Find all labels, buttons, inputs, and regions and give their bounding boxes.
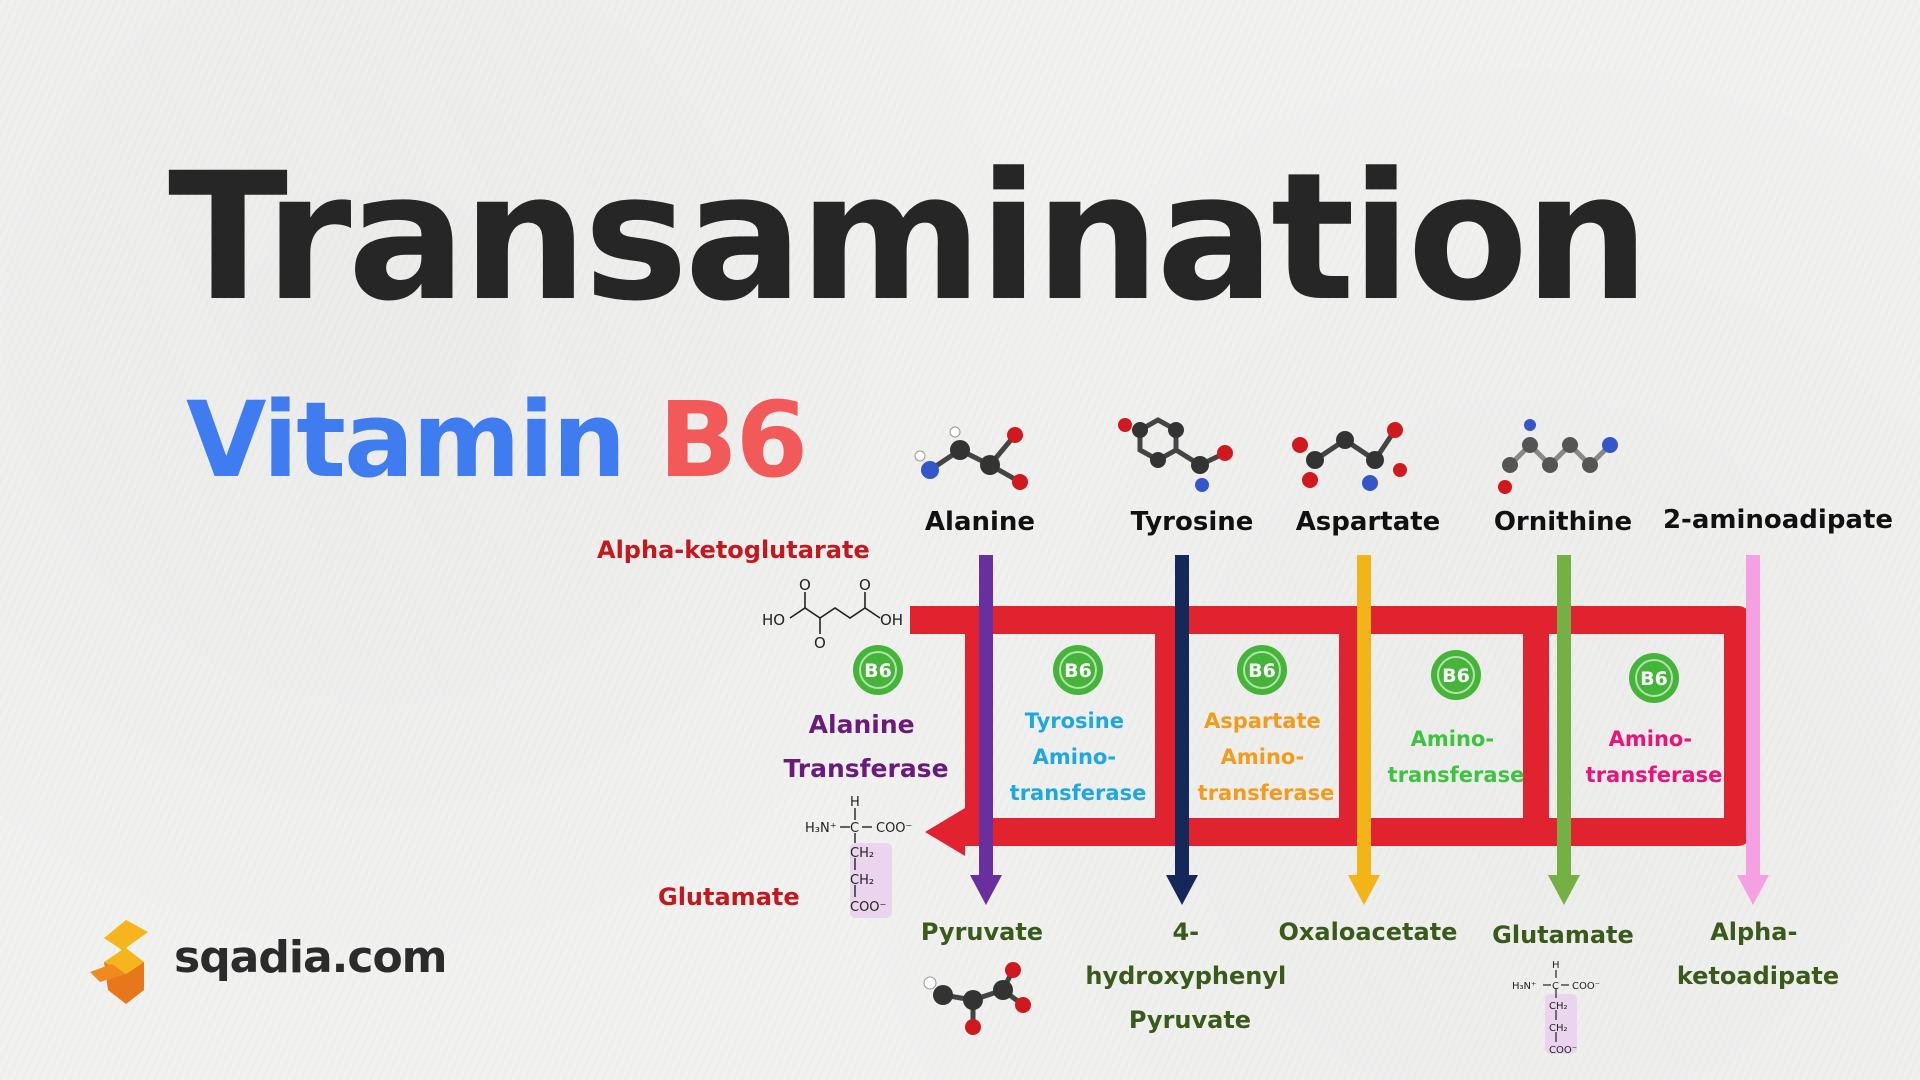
glu-ch2a: CH₂	[850, 846, 874, 861]
akg-ho: HO	[762, 611, 785, 629]
enzyme-2-line-3: transferase	[1010, 781, 1147, 805]
glu-coo-bottom: COO⁻	[850, 900, 886, 915]
arrow-ornithine	[1548, 555, 1580, 905]
glu-coo: COO⁻	[876, 821, 912, 836]
akg-o1: O	[799, 576, 811, 594]
b6-badge-4: B6	[1431, 650, 1481, 700]
glu-h: H	[850, 795, 860, 810]
glutamate-small-highlight	[1545, 994, 1577, 1054]
glutamate-structure-small: H H₃N⁺ C COO⁻ CH₂ CH₂ COO⁻	[1512, 960, 1600, 1056]
b6-badge-3: B6	[1237, 645, 1287, 695]
enzyme-2-line-2: Amino-	[1033, 745, 1116, 769]
alpha-ketoglutarate-structure: HO OH O O O	[762, 576, 903, 652]
amino-acid-arrows	[970, 555, 1769, 905]
enzyme-label-3: Aspartate Amino- transferase	[1198, 709, 1335, 805]
amino-acid-label-ornithine: Ornithine	[1494, 507, 1632, 537]
arrow-2-aminoadipate	[1737, 555, 1769, 905]
akg-o3: O	[859, 576, 871, 594]
enzyme-label-2: Tyrosine Amino- transferase	[1010, 709, 1147, 805]
subtitle: Vitamin B6	[186, 388, 808, 492]
product-label-pyruvate: Pyruvate	[921, 918, 1043, 946]
acceptor-label: Alpha-ketoglutarate	[597, 536, 870, 564]
b6-badge-5: B6	[1629, 653, 1679, 703]
page-title: Transamination	[168, 135, 1650, 340]
transfer-loop-group	[910, 606, 1752, 856]
enzyme-labels: Alanine Transferase Tyrosine Amino- tran…	[783, 709, 1722, 805]
enzyme-5-line-1: Amino-	[1609, 727, 1692, 751]
enzyme-1-line-2: Transferase	[783, 754, 948, 783]
amino-acid-labels: Alanine Tyrosine Aspartate Ornithine 2-a…	[925, 505, 1893, 537]
transfer-loop-arrowhead	[925, 808, 965, 856]
aspartate-molecule	[1292, 422, 1407, 491]
enzyme-label-5: Amino- transferase	[1586, 727, 1723, 787]
b6-badges: B6 B6 B6 B6 B6	[853, 645, 1679, 703]
arrow-tyrosine	[1166, 555, 1198, 905]
amino-acid-label-alanine: Alanine	[925, 507, 1035, 537]
glu-small-h: H	[1552, 960, 1560, 971]
product-label-hydroxyphenyl-pyruvate: 4- hydroxyphenyl Pyruvate	[1085, 918, 1294, 1034]
glu-ch2b: CH₂	[850, 873, 874, 888]
arrow-aspartate	[1348, 555, 1380, 905]
akg-o2: O	[814, 634, 826, 652]
b6-badge-1: B6	[853, 645, 903, 695]
tyrosine-molecule	[1118, 417, 1233, 492]
enzyme-4-line-2: transferase	[1388, 763, 1525, 787]
b6-badge-1-text: B6	[864, 660, 892, 682]
enzyme-2-line-1: Tyrosine	[1025, 709, 1124, 733]
glu-small-coo-bottom: COO⁻	[1549, 1045, 1577, 1056]
b6-badge-2: B6	[1053, 645, 1103, 695]
enzyme-4-line-1: Amino-	[1411, 727, 1494, 751]
sqadia-logo[interactable]: sqadia.com	[86, 912, 448, 1012]
sqadia-logo-icon	[90, 920, 148, 1004]
arrow-alanine	[970, 555, 1002, 905]
pyruvate-molecule	[923, 962, 1031, 1035]
enzyme-label-1: Alanine Transferase	[783, 710, 948, 783]
alanine-molecule	[914, 426, 1028, 490]
b6-badge-4-text: B6	[1442, 665, 1470, 687]
enzyme-label-4: Amino- transferase	[1388, 727, 1525, 787]
enzyme-5-line-2: transferase	[1586, 763, 1723, 787]
enzyme-3-line-3: transferase	[1198, 781, 1335, 805]
ornithine-molecule	[1498, 419, 1618, 494]
glutamate-structure: H H₃N⁺ C COO⁻ CH₂ CH₂ COO⁻	[805, 795, 912, 918]
glutamate-label: Glutamate	[658, 883, 800, 911]
enzyme-3-line-2: Amino-	[1221, 745, 1304, 769]
subtitle-vitamin-word: Vitamin	[186, 379, 626, 501]
glutamate-side-chain-highlight	[850, 843, 892, 918]
amino-acid-label-2-aminoadipate: 2-aminoadipate	[1663, 505, 1893, 535]
glu-small-ch2a: CH₂	[1549, 1001, 1568, 1012]
sqadia-logo-text: sqadia.com	[174, 932, 448, 983]
glu-small-coo: COO⁻	[1572, 981, 1600, 992]
product-label-glutamate: Glutamate	[1492, 921, 1634, 949]
subtitle-b6: B6	[658, 379, 808, 501]
b6-badge-3-text: B6	[1248, 660, 1276, 682]
product-labels: Pyruvate 4- hydroxyphenyl Pyruvate Oxalo…	[921, 918, 1839, 1034]
glu-small-c: C	[1552, 981, 1559, 992]
product-label-oxaloacetate: Oxaloacetate	[1279, 918, 1458, 946]
product-label-alpha-ketoadipate: Alpha- ketoadipate	[1677, 918, 1839, 990]
b6-badge-2-text: B6	[1064, 660, 1092, 682]
akg-oh: OH	[880, 611, 903, 629]
glu-small-ch2b: CH₂	[1549, 1023, 1568, 1034]
glu-small-h3n: H₃N⁺	[1512, 981, 1536, 992]
glu-h3n: H₃N⁺	[805, 821, 837, 836]
glu-c: C	[850, 821, 859, 836]
b6-badge-5-text: B6	[1640, 668, 1668, 690]
enzyme-1-line-1: Alanine	[809, 710, 915, 739]
amino-acid-label-aspartate: Aspartate	[1296, 507, 1441, 537]
amino-acid-label-tyrosine: Tyrosine	[1131, 507, 1254, 537]
enzyme-3-line-1: Aspartate	[1204, 709, 1321, 733]
